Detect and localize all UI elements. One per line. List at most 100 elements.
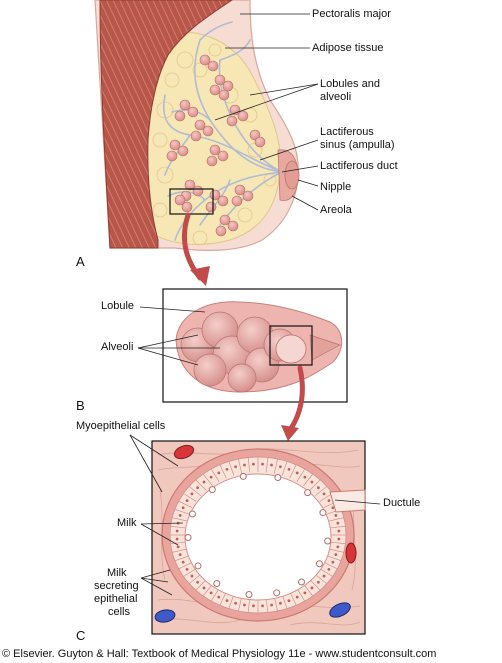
cell-boundary bbox=[174, 555, 190, 562]
cell-boundary bbox=[202, 584, 213, 597]
cell-nucleus bbox=[331, 506, 335, 510]
cell-boundary bbox=[303, 473, 314, 486]
cell-boundary bbox=[309, 479, 321, 491]
cell-nucleus bbox=[336, 545, 340, 549]
cell-nucleus bbox=[243, 463, 246, 467]
cell-nucleus bbox=[334, 553, 338, 557]
alveolus-inset bbox=[275, 334, 307, 364]
cell-nucleus bbox=[225, 599, 229, 602]
milk-droplet bbox=[245, 590, 253, 598]
cell-nucleus bbox=[303, 591, 307, 595]
cell-nucleus bbox=[175, 537, 179, 541]
cell-nucleus bbox=[287, 468, 291, 471]
cell-nucleus bbox=[295, 595, 299, 599]
cell-boundary bbox=[172, 517, 187, 522]
cell-boundary bbox=[210, 468, 220, 482]
label-milk-secreting-2: secreting bbox=[94, 580, 139, 592]
cell-nucleus bbox=[252, 604, 255, 608]
cell-boundary bbox=[309, 579, 321, 591]
cell-nucleus bbox=[234, 465, 237, 469]
cell-nucleus bbox=[243, 603, 246, 607]
label-lobules-alveoli-2: alveoli bbox=[320, 91, 352, 103]
cell-nucleus bbox=[196, 580, 200, 584]
cell-nucleus bbox=[334, 513, 338, 517]
cell-nucleus bbox=[287, 599, 291, 602]
lobule-enlarged bbox=[175, 301, 343, 393]
cell-boundary bbox=[210, 588, 220, 602]
inset-box-b bbox=[269, 325, 313, 366]
label-nipple: Nipple bbox=[320, 181, 352, 193]
arrow-a-to-b-head bbox=[190, 266, 210, 286]
label-myoepithelial-cells: Myoepithelial cells bbox=[76, 420, 166, 432]
cell-nucleus bbox=[190, 574, 194, 578]
label-adipose-tissue: Adipose tissue bbox=[312, 42, 384, 54]
cell-boundary bbox=[326, 555, 342, 562]
cell-nucleus bbox=[217, 471, 221, 475]
cell-boundary bbox=[170, 525, 186, 529]
cell-nucleus bbox=[322, 492, 326, 496]
cell-boundary bbox=[303, 584, 314, 597]
cell-nucleus bbox=[327, 499, 331, 503]
milk-droplet bbox=[319, 509, 327, 517]
breast-cross-section bbox=[94, 0, 300, 251]
label-milk-secreting-1: Milk bbox=[107, 567, 127, 579]
cell-nucleus bbox=[270, 463, 273, 467]
cell-boundary bbox=[314, 574, 328, 584]
cell-boundary bbox=[296, 468, 306, 482]
milk-droplet bbox=[324, 537, 332, 545]
cell-nucleus bbox=[252, 462, 255, 466]
cell-nucleus bbox=[202, 480, 206, 484]
cell-boundary bbox=[188, 486, 202, 496]
milk-droplet bbox=[298, 578, 306, 586]
milk-droplet bbox=[208, 486, 216, 494]
cell-boundary bbox=[330, 525, 346, 529]
cell-boundary bbox=[329, 517, 344, 522]
cell-boundary bbox=[329, 548, 344, 553]
cell-boundary bbox=[319, 568, 333, 577]
cell-nucleus bbox=[279, 465, 282, 469]
cell-nucleus bbox=[331, 560, 335, 564]
cell-nucleus bbox=[316, 580, 320, 584]
cell-boundary bbox=[265, 457, 269, 473]
leader-lines-a bbox=[214, 13, 319, 211]
milk-droplet bbox=[304, 489, 312, 497]
cell-nucleus bbox=[181, 560, 185, 564]
inset-box-a bbox=[169, 188, 214, 215]
cell-nucleus bbox=[202, 586, 206, 590]
arrow-b-to-c-head bbox=[281, 425, 299, 441]
label-alveoli: Alveoli bbox=[101, 341, 134, 353]
cell-nucleus bbox=[327, 567, 331, 571]
label-ductule: Ductule bbox=[383, 497, 421, 509]
cell-nucleus bbox=[310, 480, 314, 484]
panel-label-a: A bbox=[76, 254, 85, 269]
cell-nucleus bbox=[175, 529, 179, 533]
label-areola: Areola bbox=[320, 204, 352, 216]
blood-vessel-red-2 bbox=[345, 542, 357, 564]
cell-boundary bbox=[195, 479, 207, 491]
cell-nucleus bbox=[190, 492, 194, 496]
ductule-stem bbox=[309, 334, 341, 361]
cell-boundary bbox=[172, 548, 187, 553]
cell-boundary bbox=[195, 579, 207, 591]
cell-boundary bbox=[178, 500, 193, 508]
cell-nucleus bbox=[310, 586, 314, 590]
blood-vessel-blue-2 bbox=[329, 602, 351, 618]
cell-boundary bbox=[183, 568, 197, 577]
cell-nucleus bbox=[196, 486, 200, 490]
cell-nucleus bbox=[209, 591, 213, 595]
label-lactiferous-sinus-2: sinus (ampulla) bbox=[320, 139, 395, 151]
label-lobule: Lobule bbox=[101, 300, 135, 312]
cell-boundary bbox=[314, 486, 328, 496]
milk-droplet bbox=[213, 580, 221, 588]
cell-nucleus bbox=[316, 486, 320, 490]
cell-nucleus bbox=[209, 475, 213, 479]
cell-boundary bbox=[202, 473, 213, 486]
cell-boundary bbox=[178, 562, 193, 570]
milk-droplet bbox=[184, 533, 192, 541]
label-lactiferous-duct: Lactiferous duct bbox=[320, 160, 398, 172]
panel-label-c: C bbox=[76, 628, 86, 643]
nipple bbox=[284, 160, 300, 190]
cell-nucleus bbox=[295, 471, 299, 475]
cell-boundary bbox=[281, 461, 288, 476]
